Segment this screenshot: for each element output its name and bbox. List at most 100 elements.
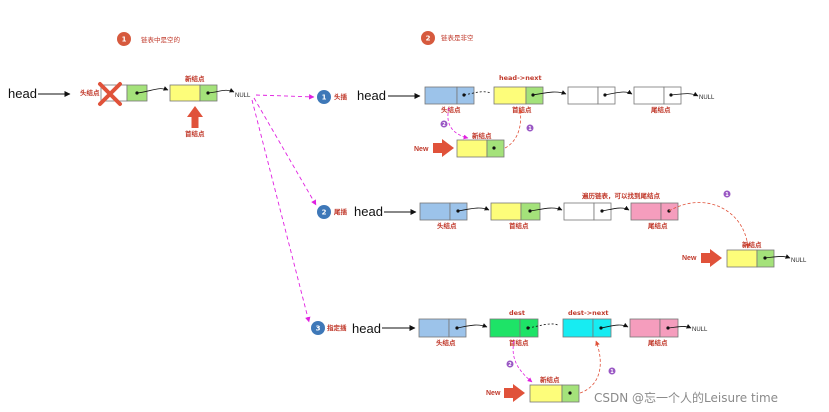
new-node-data: [456, 139, 488, 158]
head-node-label: 头结点: [441, 105, 461, 114]
new-label: New: [486, 390, 501, 397]
null-label: NULL: [692, 327, 708, 333]
head-label: head: [354, 204, 383, 219]
new-node-label: 新结点: [540, 375, 560, 384]
dest-label: dest: [509, 309, 525, 317]
step-badge: [506, 360, 514, 368]
op-badge: [317, 205, 331, 219]
new-node-label: 新结点: [185, 74, 205, 83]
link-arrow: [764, 254, 791, 259]
head-node-data: [424, 86, 458, 105]
step-link-new-to-dest-next: [579, 340, 601, 394]
first-node-label: 首结点: [509, 338, 529, 347]
head-node-label: 头结点: [437, 221, 457, 230]
tail-node-label: 尾结点: [650, 105, 671, 114]
tail-insert-row: 2 尾插 head 头结点 首结点 遍历链表，可以找到尾结点 尾结点 1 新结点…: [317, 190, 807, 268]
op-label: 尾插: [333, 207, 348, 216]
head-node-label: 头结点: [80, 88, 100, 97]
head-label: head: [357, 88, 386, 103]
op-number: 1: [322, 94, 327, 102]
step-number: 2: [442, 122, 446, 128]
first-node-data: [493, 86, 527, 105]
head-node-data: [418, 318, 450, 338]
middle-node-data: [567, 86, 599, 105]
new-node-label: 新结点: [472, 131, 492, 140]
link-arrow: [670, 91, 699, 97]
null-label: NULL: [699, 95, 715, 101]
case-empty-badge: [117, 32, 131, 46]
link-arrow: [532, 90, 567, 96]
arrow-to-tail-insert: [253, 97, 317, 206]
step-badge: [608, 367, 616, 375]
step-link-new-to-first: [504, 108, 524, 149]
step-link-dest-to-new: [512, 340, 533, 383]
removed-link: [527, 323, 559, 329]
traverse-label: 遍历链表，可以找到尾结点: [581, 191, 661, 200]
op-number: 2: [322, 209, 327, 217]
link-arrow: [207, 88, 235, 94]
step-badge: [440, 120, 448, 128]
first-node-label: 首结点: [185, 129, 205, 138]
case-nonempty-title: 2 链表是非空: [421, 31, 474, 45]
step-badge: [723, 190, 731, 198]
new-node-label: 新结点: [742, 240, 762, 249]
arrow-to-index-insert: [251, 99, 311, 323]
link-arrow: [667, 324, 692, 329]
case-nonempty-number: 2: [426, 35, 431, 43]
removed-link: [463, 91, 492, 96]
step-number: 1: [610, 369, 614, 375]
step-link-head-to-new: [447, 107, 469, 140]
new-node-data: [169, 84, 201, 102]
link-arrow: [136, 86, 169, 94]
step-badge: [526, 124, 534, 132]
head-insert-row: 1 头插 head 头结点 head->next 首结点 尾结点 NULL Ne…: [317, 74, 715, 158]
up-arrow-icon: [187, 106, 203, 128]
index-insert-row: 3 指定插 head 头结点 dest 首结点 dest->next 尾结点 N…: [311, 309, 708, 403]
op-label: 头插: [334, 92, 348, 101]
null-label: NULL: [235, 93, 251, 99]
new-label: New: [414, 146, 429, 153]
link-arrow: [601, 205, 630, 212]
null-label: NULL: [791, 258, 807, 264]
tail-node-label: 尾结点: [647, 338, 668, 347]
first-node-label: 首结点: [512, 105, 532, 114]
step-number: 1: [725, 192, 729, 198]
head-next-label: head->next: [499, 74, 542, 82]
step-link-tail-to-new: [668, 202, 751, 249]
removed-x-icon: [98, 82, 122, 106]
arrow-to-head-insert: [255, 94, 315, 100]
tail-node-data: [633, 86, 665, 105]
link-arrow: [529, 206, 563, 212]
dest-node-data: [489, 318, 521, 338]
middle-node-data: [563, 202, 595, 221]
right-arrow-icon: [701, 249, 722, 267]
pointer-dot: [492, 146, 496, 150]
op-badge: [317, 90, 331, 104]
step-number: 1: [528, 126, 532, 132]
head-node-data: [419, 202, 451, 221]
right-arrow-icon: [433, 139, 454, 157]
case-nonempty-badge: [421, 31, 435, 45]
tail-node-label: 尾结点: [647, 221, 668, 230]
new-label: New: [682, 255, 697, 262]
right-arrow-icon: [504, 384, 525, 402]
link-arrow: [456, 323, 488, 329]
case-empty-label: 链表中是空的: [141, 35, 181, 44]
case-empty-number: 1: [122, 36, 127, 44]
head-node-label: 头结点: [436, 338, 456, 347]
op-label: 指定插: [327, 323, 347, 332]
watermark: CSDN @忘一个人的Leisure time: [594, 390, 778, 405]
case-empty-title: 1 链表中是空的: [117, 32, 181, 46]
op-badge: [311, 321, 325, 335]
case-nonempty-label: 链表是非空: [441, 33, 474, 42]
op-number: 3: [316, 325, 321, 333]
link-arrow: [600, 322, 629, 329]
dest-next-label: dest->next: [568, 309, 609, 317]
head-label: head: [352, 321, 381, 336]
dest-next-node-data: [562, 318, 594, 338]
link-arrow: [457, 206, 490, 212]
head-label: head: [8, 86, 37, 101]
tail-node-data: [629, 318, 661, 338]
tail-node-data: [630, 202, 662, 221]
